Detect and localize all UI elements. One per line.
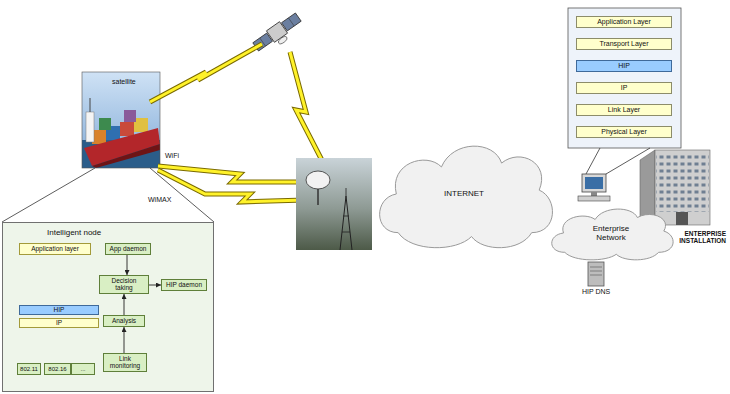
server-icon xyxy=(588,262,604,286)
node-text: HIP xyxy=(54,306,65,313)
ground-station-photo xyxy=(296,158,372,250)
node-text: App daemon xyxy=(110,245,147,252)
node-text: Analysis xyxy=(112,317,136,324)
ship-photo xyxy=(82,72,160,168)
interface-box: 802.16 xyxy=(44,363,71,375)
node-text: 802.11 xyxy=(20,366,38,373)
node-text: Enterprise Network xyxy=(585,224,637,242)
process-box: Analysis xyxy=(103,315,145,327)
annotation-label: WiMAX xyxy=(148,196,171,204)
panel-ground xyxy=(2,222,214,392)
node-text: ... xyxy=(80,366,85,373)
node-text: IP xyxy=(621,84,628,92)
flow-arrow xyxy=(127,255,128,275)
cloud-shape xyxy=(552,209,673,260)
node-panel: Intelligent nodeApplication layer App dae… xyxy=(2,222,214,392)
cloud-shape xyxy=(380,146,553,248)
layer-box: Application layer xyxy=(19,243,91,255)
annotation-label: ENTERPRISE INSTALLATION xyxy=(668,230,726,245)
node-text: 802.16 xyxy=(48,366,66,373)
protocol-layer: IP xyxy=(576,82,672,94)
node-text: Transport Layer xyxy=(599,40,648,48)
process-box: App daemon xyxy=(105,243,151,255)
hip-layer: HIP xyxy=(576,60,672,72)
flow-arrow xyxy=(124,294,125,315)
flow-arrow xyxy=(124,327,125,353)
stack-frame xyxy=(568,8,681,174)
node-text: Link Layer xyxy=(608,106,640,114)
node-text: IP xyxy=(56,319,62,326)
process-box: Decision taking xyxy=(99,275,149,294)
node-text: Decision taking xyxy=(102,277,146,292)
node-text: Link monitoring xyxy=(106,355,144,370)
satellite-icon xyxy=(252,11,306,57)
computer-icon xyxy=(578,174,610,201)
protocol-layer: Link Layer xyxy=(576,104,672,116)
internet-cloud: INTERNET xyxy=(370,136,558,252)
node-text: Application layer xyxy=(31,245,79,252)
protocol-layer: Transport Layer xyxy=(576,38,672,50)
flow-arrow xyxy=(149,285,161,286)
layer-box: IP xyxy=(19,318,99,328)
process-box: Link monitoring xyxy=(103,353,147,372)
node-text: HIP xyxy=(618,62,630,70)
protocol-layer: Physical Layer xyxy=(576,126,672,138)
network-cloud: Enterprise Network xyxy=(545,204,677,262)
node-text: Application Layer xyxy=(597,18,651,26)
protocol-layer: Application Layer xyxy=(576,16,672,28)
annotation-label: satellite xyxy=(112,78,136,86)
node-text: HIP daemon xyxy=(166,281,202,288)
process-box: HIP daemon xyxy=(161,279,207,291)
annotation-label: HIP DNS xyxy=(582,288,610,296)
zoom-lines xyxy=(2,168,214,222)
annotation-label: WiFi xyxy=(165,152,179,160)
node-text: INTERNET xyxy=(444,189,484,198)
layer-box: HIP xyxy=(19,305,99,315)
panel-title: Intelligent node xyxy=(47,228,101,237)
node-text: Physical Layer xyxy=(601,128,647,136)
interface-box: 802.11 xyxy=(17,363,41,375)
interface-box: ... xyxy=(71,363,95,375)
